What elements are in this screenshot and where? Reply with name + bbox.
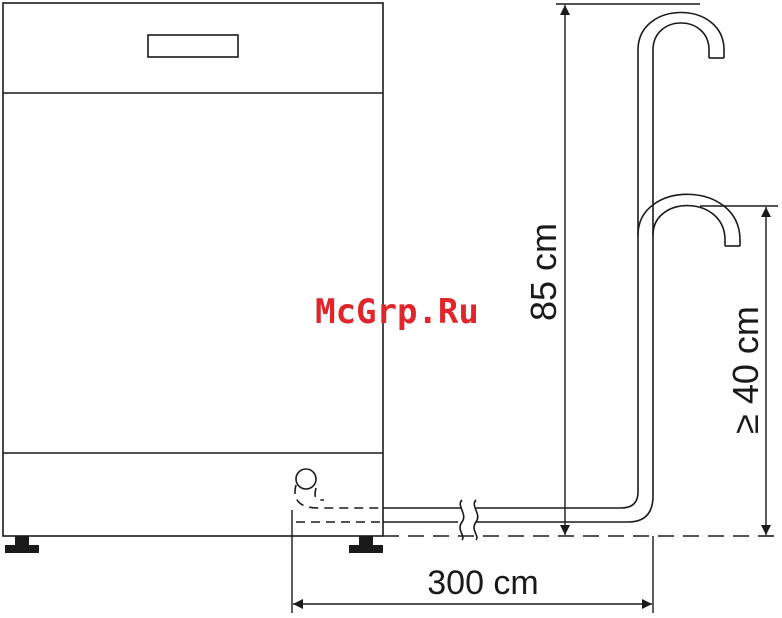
drain-hose bbox=[295, 13, 740, 541]
height-min-label: ≥ 40 cm bbox=[725, 306, 766, 434]
hose-inner-strand bbox=[621, 13, 724, 509]
hose-connector bbox=[296, 469, 316, 489]
hose-outer-strand bbox=[628, 23, 709, 522]
right-foot-stem bbox=[359, 536, 373, 545]
hose-length-label: 300 cm bbox=[427, 564, 539, 602]
height-max-label: 85 cm bbox=[523, 223, 564, 321]
watermark: McGrp.Ru bbox=[315, 292, 479, 332]
hose-low-hook-outer bbox=[653, 206, 725, 246]
left-foot bbox=[5, 545, 39, 553]
dishwasher bbox=[3, 3, 383, 536]
hose-break-right bbox=[474, 500, 478, 540]
display-window bbox=[148, 35, 238, 57]
dishwasher-feet bbox=[5, 536, 383, 553]
dishwasher-outline bbox=[3, 3, 383, 536]
right-foot bbox=[349, 545, 383, 553]
left-foot-stem bbox=[15, 536, 29, 545]
hidden-hose-lower bbox=[315, 488, 324, 500]
hose-break-left bbox=[460, 500, 464, 540]
